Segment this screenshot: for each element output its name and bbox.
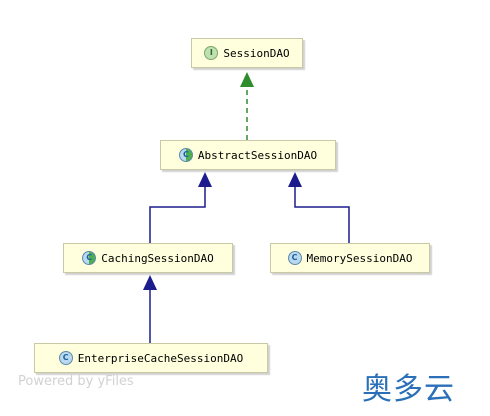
node-abstract-session-dao[interactable]: C AbstractSessionDAO bbox=[160, 140, 336, 170]
class-icon: C bbox=[58, 351, 73, 365]
class-icon: C bbox=[287, 251, 302, 265]
node-label: AbstractSessionDAO bbox=[197, 148, 318, 162]
arrowhead-extends-enterprise bbox=[143, 275, 157, 290]
edge-extends-caching bbox=[149, 186, 206, 243]
node-label: MemorySessionDAO bbox=[306, 251, 413, 265]
yfiles-watermark: Powered by yFiles bbox=[18, 374, 134, 389]
arrowhead-implements bbox=[240, 72, 254, 87]
arrowhead-extends-memory bbox=[288, 172, 302, 187]
node-enterprise-cache-session-dao[interactable]: C EnterpriseCacheSessionDAO bbox=[34, 343, 268, 373]
node-caching-session-dao[interactable]: C CachingSessionDAO bbox=[63, 243, 233, 273]
node-session-dao[interactable]: I SessionDAO bbox=[191, 38, 303, 68]
abstract-class-icon: C bbox=[82, 251, 97, 265]
brand-logo: 奥多云 bbox=[362, 372, 455, 407]
node-label: SessionDAO bbox=[223, 46, 290, 60]
interface-icon: I bbox=[204, 46, 219, 60]
node-label: CachingSessionDAO bbox=[101, 251, 214, 265]
node-label: EnterpriseCacheSessionDAO bbox=[77, 351, 244, 365]
edge-extends-memory bbox=[294, 186, 350, 243]
abstract-class-icon: C bbox=[178, 148, 193, 162]
node-memory-session-dao[interactable]: C MemorySessionDAO bbox=[270, 243, 430, 273]
arrowhead-extends-caching bbox=[198, 172, 212, 187]
